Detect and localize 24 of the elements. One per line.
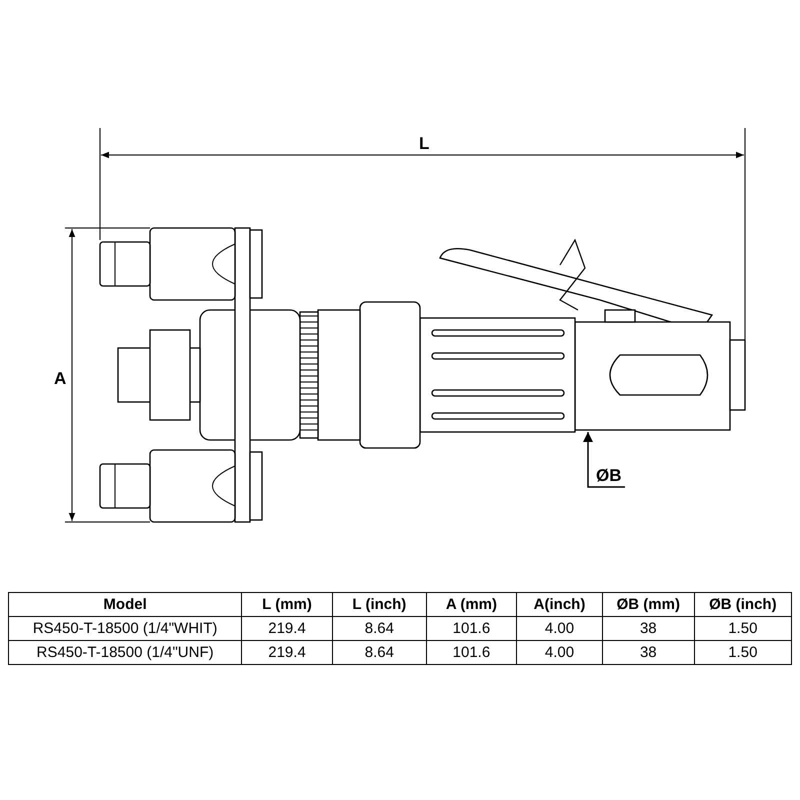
table-cell: 4.00 [516, 616, 602, 640]
height-dimension-label: A [54, 369, 66, 389]
table-cell: 8.64 [332, 616, 426, 640]
column-header: ØB (inch) [694, 592, 792, 616]
table-cell: 1.50 [694, 640, 792, 664]
column-header: ØB (mm) [602, 592, 694, 616]
table-cell: 38 [602, 640, 694, 664]
table-cell: 1.50 [694, 616, 792, 640]
column-header: L (inch) [332, 592, 426, 616]
table-cell: 219.4 [242, 640, 332, 664]
table-cell: 4.00 [516, 640, 602, 664]
table-cell: RS450-T-18500 (1/4"UNF) [8, 640, 242, 664]
diameter-dimension-label: ØB [596, 466, 622, 486]
table-cell: 38 [602, 616, 694, 640]
length-dimension-label: L [419, 134, 430, 154]
table-cell: 101.6 [426, 616, 517, 640]
column-header: A (mm) [426, 592, 517, 616]
table-cell: RS450-T-18500 (1/4"WHIT) [8, 616, 242, 640]
column-header: Model [8, 592, 242, 616]
column-header: L (mm) [242, 592, 332, 616]
table-cell: 8.64 [332, 640, 426, 664]
table-cell: 219.4 [242, 616, 332, 640]
table-cell: 101.6 [426, 640, 517, 664]
column-header: A(inch) [516, 592, 602, 616]
